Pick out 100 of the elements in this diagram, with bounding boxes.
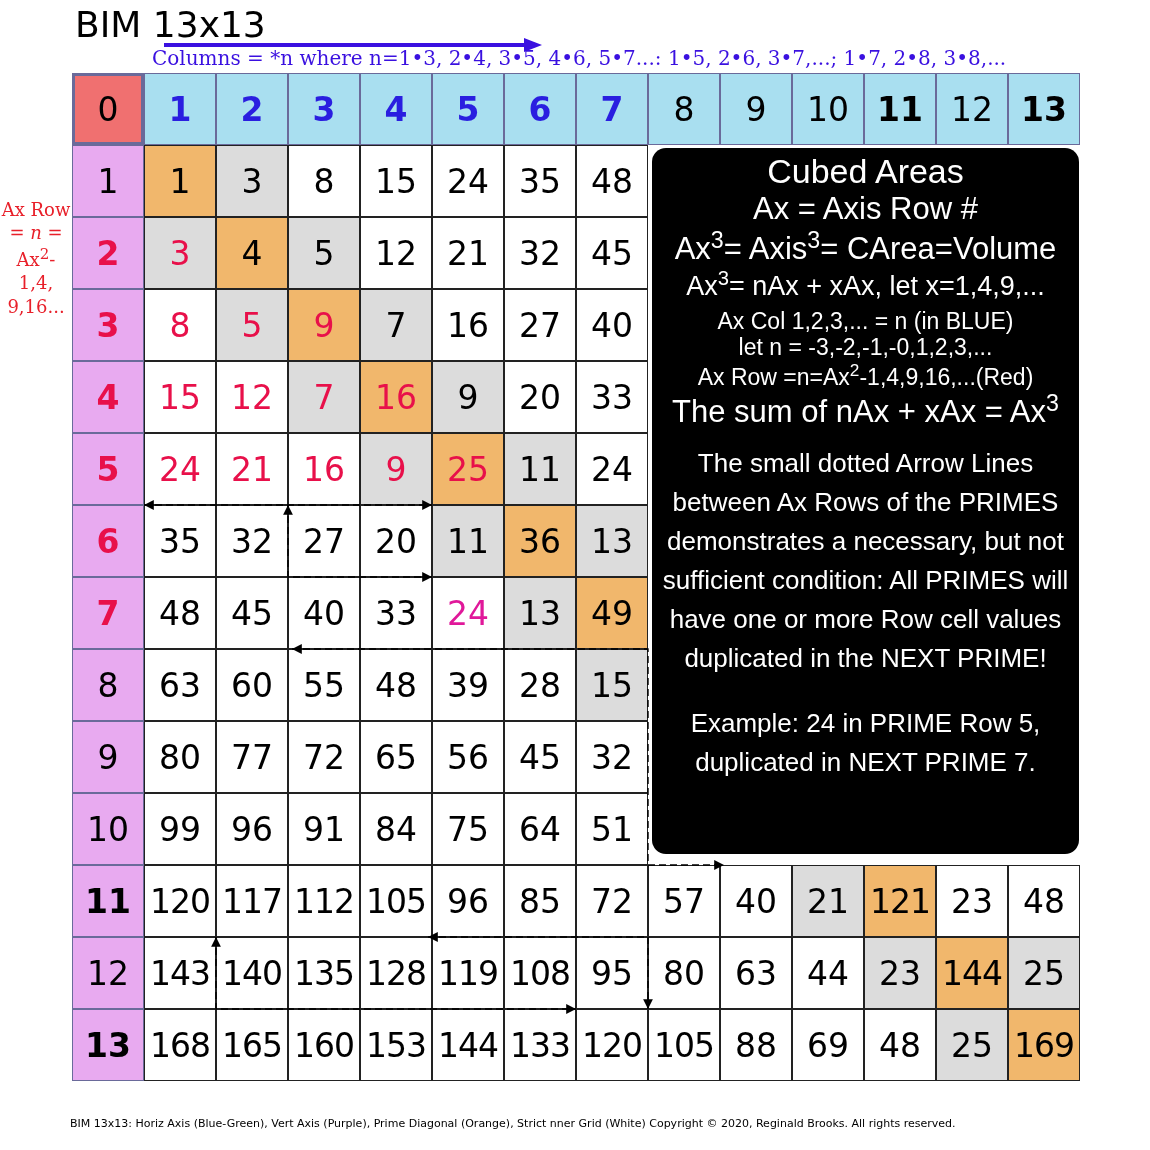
- table-cell: 11: [504, 433, 576, 505]
- table-cell: 8: [288, 145, 360, 217]
- table-cell: 15: [144, 361, 216, 433]
- table-cell: 23: [864, 937, 936, 1009]
- row-note: Ax Row = n = Ax$^{2}$-1,4, 9,16...: [0, 198, 72, 318]
- table-cell: 25: [432, 433, 504, 505]
- table-cell: 13: [504, 577, 576, 649]
- axis-cell: 0: [72, 73, 144, 145]
- table-cell: 3: [216, 145, 288, 217]
- table-cell: 128: [360, 937, 432, 1009]
- table-cell: 143: [144, 937, 216, 1009]
- table-cell: 20: [360, 505, 432, 577]
- axis-cell: 3: [72, 289, 144, 361]
- table-cell: 48: [360, 649, 432, 721]
- axis-cell: 9: [72, 721, 144, 793]
- axis-cell: 4: [72, 361, 144, 433]
- table-cell: 15: [360, 145, 432, 217]
- axis-cell: 6: [504, 73, 576, 145]
- table-cell: 121: [864, 865, 936, 937]
- table-cell: 165: [216, 1009, 288, 1081]
- table-cell: 32: [216, 505, 288, 577]
- table-cell: 25: [1008, 937, 1080, 1009]
- axis-cell: 13: [1008, 73, 1080, 145]
- table-cell: 32: [504, 217, 576, 289]
- title: BIM 13x13: [75, 4, 266, 45]
- table-cell: 24: [576, 433, 648, 505]
- axis-cell: 12: [936, 73, 1008, 145]
- axis-cell: 3: [288, 73, 360, 145]
- table-cell: 51: [576, 793, 648, 865]
- axis-cell: 7: [576, 73, 648, 145]
- axis-cell: 2: [72, 217, 144, 289]
- table-cell: 72: [288, 721, 360, 793]
- table-cell: 13: [576, 505, 648, 577]
- table-cell: 27: [504, 289, 576, 361]
- table-cell: 105: [360, 865, 432, 937]
- panel-text: let n = -3,-2,-1,-0,1,2,3,...: [737, 334, 994, 361]
- panel-text: Ax$^{3}$= Axis$^{3}$= CArea=Volume: [673, 226, 1058, 267]
- axis-cell: 9: [720, 73, 792, 145]
- table-cell: 25: [936, 1009, 1008, 1081]
- table-cell: 45: [216, 577, 288, 649]
- panel-text: Example: 24 in PRIME Row 5, duplicated in NEXT PRIME 7.: [689, 706, 1042, 779]
- table-cell: 7: [360, 289, 432, 361]
- column-note: Columns = *n where n=1•3, 2•4, 3•5, 4•6, 5•7...: 1•5, 2•6, 3•7,...; 1•7, 2•8, 3•8,...: [152, 46, 1007, 70]
- table-cell: 40: [576, 289, 648, 361]
- table-cell: 21: [792, 865, 864, 937]
- table-cell: 21: [216, 433, 288, 505]
- table-cell: 45: [576, 217, 648, 289]
- table-cell: 33: [360, 577, 432, 649]
- table-cell: 23: [936, 865, 1008, 937]
- dotted-arrow: [143, 500, 433, 510]
- table-cell: 8: [144, 289, 216, 361]
- table-cell: 153: [360, 1009, 432, 1081]
- table-cell: 133: [504, 1009, 576, 1081]
- table-cell: 160: [288, 1009, 360, 1081]
- table-cell: 117: [216, 865, 288, 937]
- axis-cell: 12: [72, 937, 144, 1009]
- table-cell: 9: [432, 361, 504, 433]
- axis-cell: 1: [144, 73, 216, 145]
- table-cell: 1: [144, 145, 216, 217]
- table-cell: 16: [360, 361, 432, 433]
- table-cell: 44: [792, 937, 864, 1009]
- axis-cell: 10: [792, 73, 864, 145]
- table-cell: 65: [360, 721, 432, 793]
- panel-text: The small dotted Arrow Lines between Ax Rows of the PRIMES demonstrates a necessary, but not sufficient condition: All PRIMES will have one or more Row cell values duplicated in the NEXT PRIME!: [661, 446, 1070, 675]
- table-cell: 36: [504, 505, 576, 577]
- table-cell: 11: [432, 505, 504, 577]
- axis-cell: 5: [72, 433, 144, 505]
- table-cell: 85: [504, 865, 576, 937]
- axis-cell: 11: [72, 865, 144, 937]
- axis-cell: 8: [648, 73, 720, 145]
- table-cell: 64: [504, 793, 576, 865]
- table-cell: 49: [576, 577, 648, 649]
- table-cell: 99: [144, 793, 216, 865]
- panel-text: Ax Col 1,2,3,... = n (in BLUE): [716, 307, 1015, 335]
- table-cell: 91: [288, 793, 360, 865]
- table-cell: 48: [864, 1009, 936, 1081]
- table-cell: 20: [504, 361, 576, 433]
- table-cell: 96: [216, 793, 288, 865]
- dotted-arrow: [291, 644, 725, 870]
- table-cell: 48: [144, 577, 216, 649]
- table-cell: 77: [216, 721, 288, 793]
- table-cell: 112: [288, 865, 360, 937]
- table-cell: 45: [504, 721, 576, 793]
- table-cell: 9: [360, 433, 432, 505]
- table-cell: 24: [432, 577, 504, 649]
- axis-cell: 1: [72, 145, 144, 217]
- dotted-arrow: [211, 936, 577, 1014]
- table-cell: 55: [288, 649, 360, 721]
- dotted-arrow: [427, 932, 653, 1010]
- table-cell: 24: [144, 433, 216, 505]
- table-cell: 48: [1008, 865, 1080, 937]
- panel-heading: Cubed Areas: [766, 152, 965, 192]
- table-cell: 144: [432, 1009, 504, 1081]
- caption: BIM 13x13: Horiz Axis (Blue-Green), Vert Axis (Purple), Prime Diagonal (Orange), Strict nner Grid (White) Copyright © 2020, Reginald Brooks. All rights reserved.: [70, 1117, 956, 1130]
- table-cell: 3: [144, 217, 216, 289]
- table-cell: 120: [576, 1009, 648, 1081]
- table-cell: 119: [432, 937, 504, 1009]
- table-cell: 75: [432, 793, 504, 865]
- table-cell: 144: [936, 937, 1008, 1009]
- table-cell: 69: [792, 1009, 864, 1081]
